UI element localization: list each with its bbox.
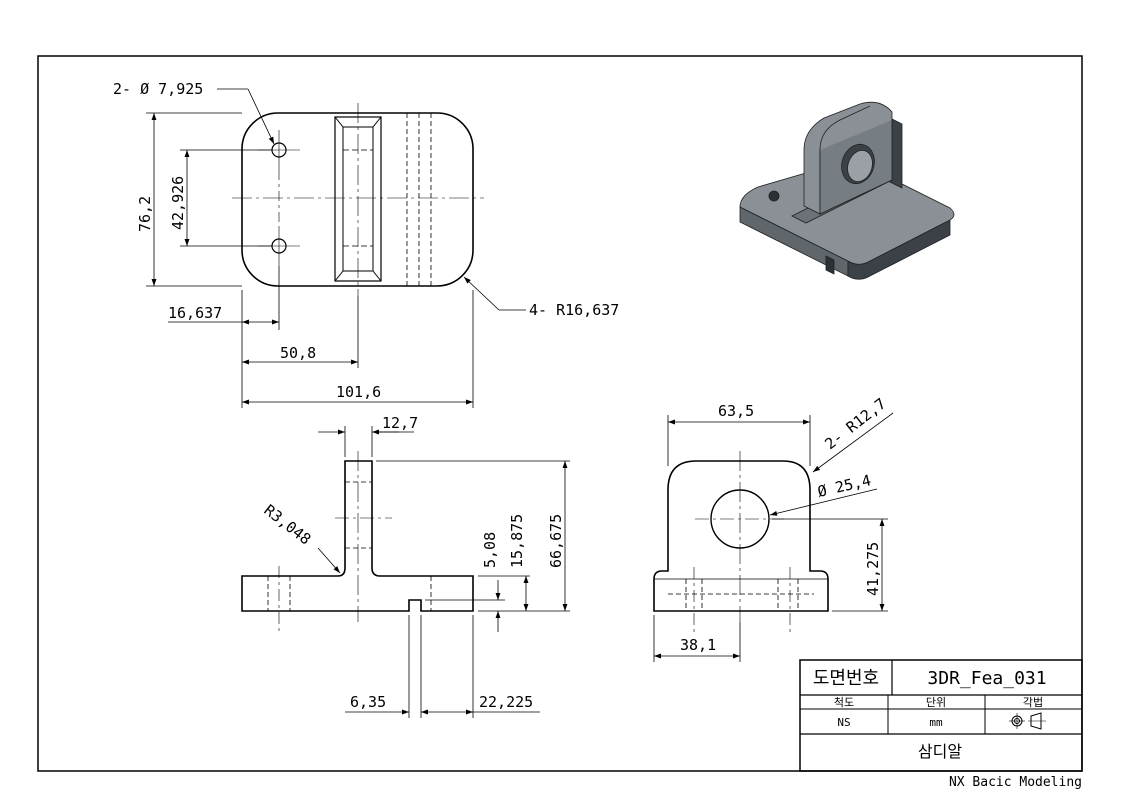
dim-bore: Ø 25,4 xyxy=(816,471,873,501)
dim-offset: 38,1 xyxy=(680,636,716,654)
side-view xyxy=(653,451,829,632)
side-view-outline xyxy=(653,460,829,612)
side-view-dimensions xyxy=(653,412,894,662)
top-view-dimensions xyxy=(146,88,526,408)
dim-corner-radius: 4- R16,637 xyxy=(529,301,619,319)
dim-hole-offset: 16,637 xyxy=(168,304,222,322)
dim-thickness: 12,7 xyxy=(382,414,418,432)
drawing-border xyxy=(37,55,1083,772)
dim-side-width: 63,5 xyxy=(718,402,754,420)
title-projection-label: 각법 xyxy=(1023,696,1043,709)
front-view xyxy=(241,451,474,632)
isometric-model xyxy=(739,101,955,280)
dim-width: 101,6 xyxy=(336,383,381,401)
dim-bore-height: 41,275 xyxy=(864,542,882,596)
front-view-outline xyxy=(241,460,474,612)
title-drawing-no-label: 도면번호 xyxy=(813,668,879,689)
title-unit-value: mm xyxy=(929,716,943,729)
dim-fillet: R3,048 xyxy=(261,501,315,549)
model-hole xyxy=(768,190,780,202)
footer-text: NX Bacic Modeling xyxy=(949,775,1082,790)
dim-total-height: 66,675 xyxy=(547,514,565,568)
front-view-dimensions xyxy=(317,426,570,718)
dim-half-width: 50,8 xyxy=(280,344,316,362)
title-drawing-no: 3DR_Fea_031 xyxy=(927,668,1046,689)
dim-side-radius: 2- R12,7 xyxy=(821,394,889,453)
title-scale-label: 척도 xyxy=(834,696,854,709)
top-view-outline xyxy=(241,112,474,287)
dim-hole-spacing: 42,926 xyxy=(169,176,187,230)
title-company: 삼디알 xyxy=(918,742,962,761)
dim-slot-depth: 5,08 xyxy=(481,532,499,568)
title-scale-value: NS xyxy=(837,716,850,729)
title-unit-label: 단위 xyxy=(926,696,946,709)
dim-slot-width: 6,35 xyxy=(350,693,386,711)
dim-base-height: 15,875 xyxy=(508,514,526,568)
projection-symbol-icon xyxy=(1009,712,1046,730)
top-view xyxy=(232,103,484,296)
dim-holes: 2- Ø 7,925 xyxy=(113,80,203,98)
dim-height: 76,2 xyxy=(136,196,154,232)
dim-slot-offset: 22,225 xyxy=(479,693,533,711)
title-block xyxy=(799,659,1083,772)
